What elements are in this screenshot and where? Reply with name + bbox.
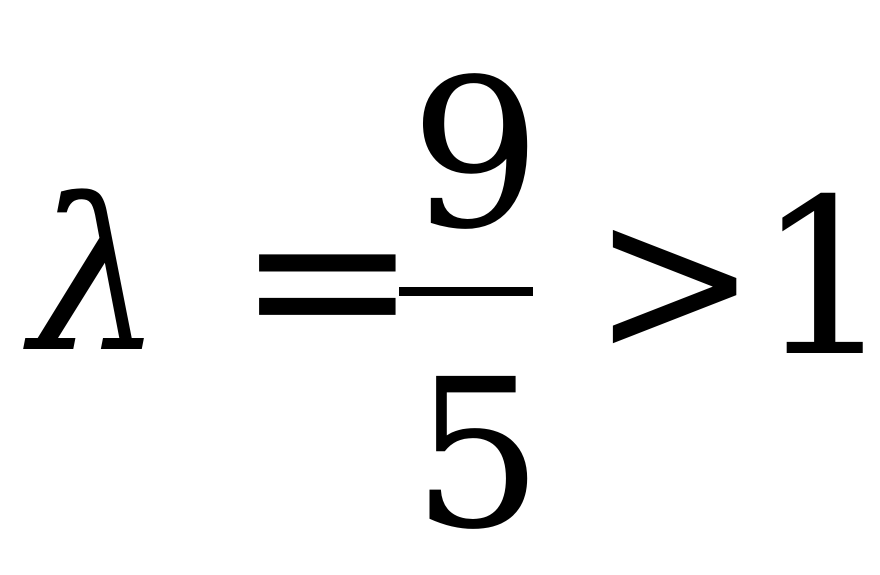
fraction-denominator: 5: [412, 335, 544, 575]
right-hand-value: 1: [756, 153, 880, 404]
lambda-symbol: λ: [30, 154, 163, 399]
fraction-numerator: 9: [410, 35, 542, 275]
equals-sign: =: [236, 152, 419, 405]
fraction-bar: [399, 287, 533, 296]
greater-than-sign: >: [592, 156, 758, 403]
